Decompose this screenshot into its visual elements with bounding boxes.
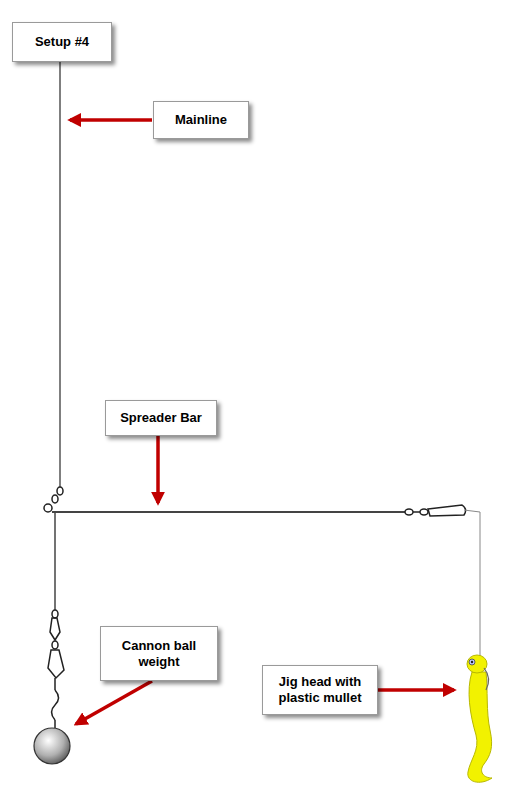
callout-label: Setup #4 <box>35 34 89 50</box>
title-box: Setup #4 <box>12 22 112 62</box>
text-stack: Spreader Bar <box>120 410 202 426</box>
snap <box>50 618 60 640</box>
text-stack: Cannon ball weight <box>107 638 211 670</box>
leader-line <box>480 512 481 660</box>
leader-arrow <box>156 436 160 503</box>
callout-box: Mainline <box>153 101 249 139</box>
callout-box: Cannon ball weight <box>100 626 218 681</box>
callout-label: Jig head with plastic mullet <box>269 674 371 706</box>
weight-line <box>54 512 56 610</box>
leader-arrow <box>378 688 454 692</box>
swivel <box>57 487 63 495</box>
text-stack: Jig head with plastic mullet <box>269 674 371 706</box>
text-stack: Mainline <box>175 112 227 128</box>
jig-mullet <box>467 655 492 782</box>
leader-arrow <box>70 118 152 122</box>
swivel <box>405 509 413 515</box>
mainline <box>59 62 61 487</box>
snap-swivel <box>428 505 466 516</box>
spreader-bar <box>52 511 405 513</box>
swivel <box>48 650 64 678</box>
callout-label: Mainline <box>175 112 227 128</box>
callout-label: Cannon ball weight <box>107 638 211 670</box>
leader-arrows <box>70 120 454 724</box>
leader-arrow <box>76 681 152 724</box>
callout-box: Jig head with plastic mullet <box>262 665 378 715</box>
callout-label: Spreader Bar <box>120 410 202 426</box>
cannon-ball-weight <box>34 728 70 764</box>
callout-box: Spreader Bar <box>105 400 217 436</box>
line-work <box>44 62 480 728</box>
text-stack: Setup #4 <box>35 34 89 50</box>
